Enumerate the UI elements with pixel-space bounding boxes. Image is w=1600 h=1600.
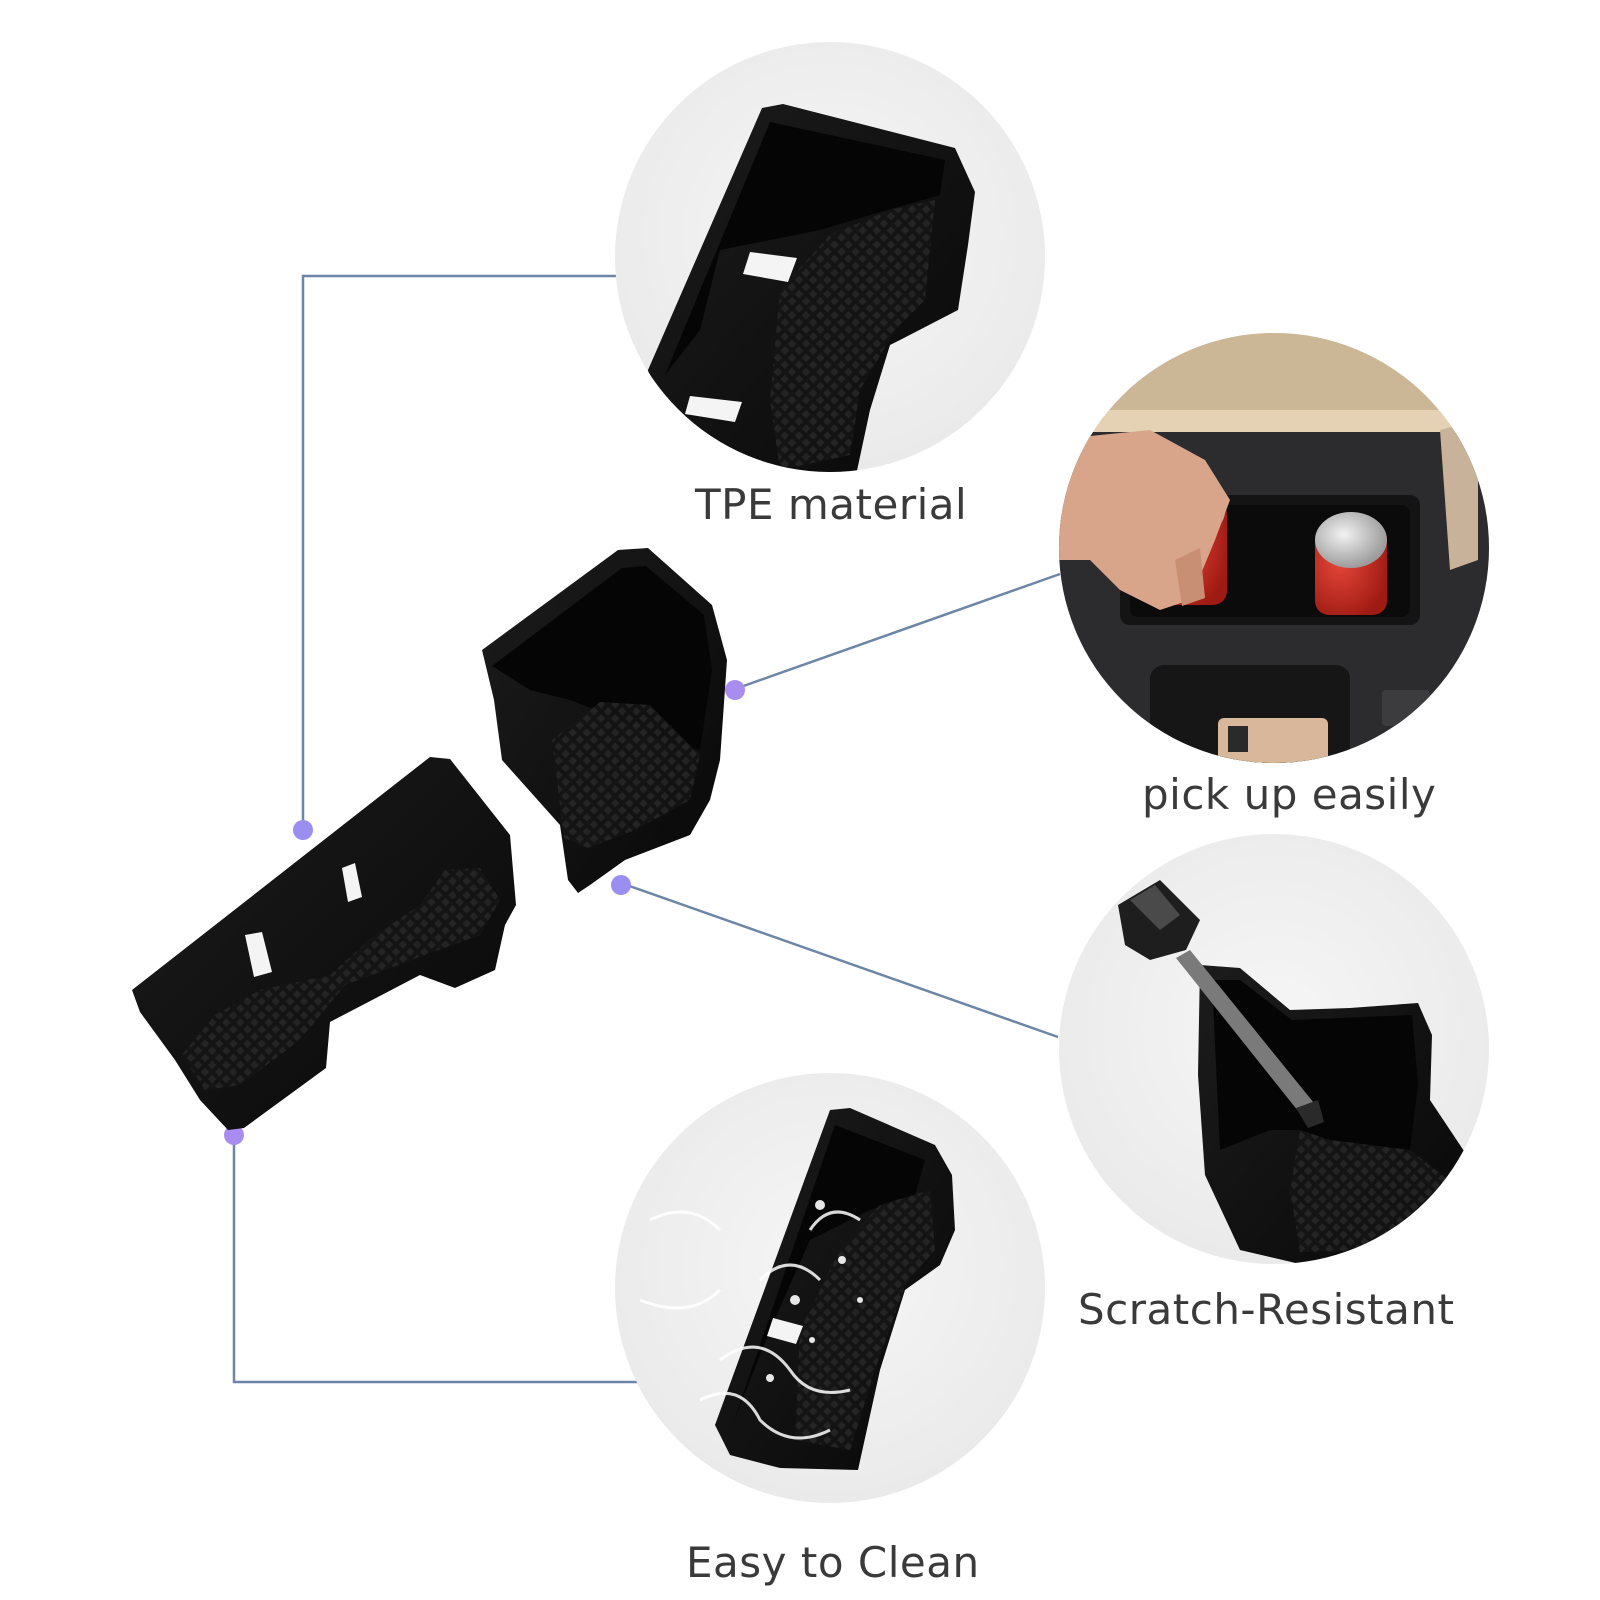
dot-pick <box>725 680 745 700</box>
dot-scratch <box>611 875 631 895</box>
connector-clean <box>232 1133 640 1384</box>
connector-pick <box>734 572 1061 691</box>
easy-to-clean-image <box>615 1073 1045 1503</box>
dot-tpe <box>293 820 313 840</box>
caption-pick-up-easily: pick up easily <box>1142 770 1437 819</box>
cup-tray-image <box>482 548 727 893</box>
water-splash-icon <box>639 1210 861 1440</box>
dot-clean <box>224 1125 244 1145</box>
caption-tpe-material: TPE material <box>695 480 968 529</box>
connector-dots <box>224 680 745 1145</box>
long-tray-image <box>132 757 516 1130</box>
caption-easy-to-clean: Easy to Clean <box>686 1538 980 1587</box>
connector-scratch <box>620 881 1059 1039</box>
pick-up-easily-image <box>1059 333 1489 763</box>
connector-tpe <box>301 274 619 830</box>
caption-scratch-resistant: Scratch-Resistant <box>1078 1285 1455 1334</box>
scratch-resistant-image <box>1059 834 1489 1264</box>
connector-lines <box>232 274 1061 1384</box>
tpe-material-image <box>615 42 1045 472</box>
main-product <box>132 548 727 1130</box>
